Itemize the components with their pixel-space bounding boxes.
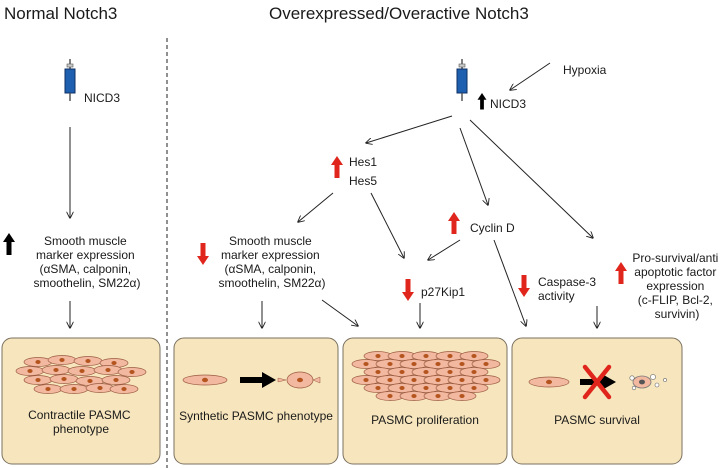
left-marker-text: Smooth muscle marker expression (αSMA, c… — [34, 234, 141, 290]
hypoxia-label: Hypoxia — [563, 63, 607, 77]
box-synthetic-label: Synthetic PASMC phenotype — [179, 409, 333, 423]
up-arrow-icon — [448, 212, 460, 234]
box-contractile-phenotype: Contractile PASMC phenotype — [1, 337, 161, 465]
up-arrow-icon — [615, 262, 627, 284]
title-normal-notch3: Normal Notch3 — [4, 4, 117, 23]
hypoxia-arrow — [510, 62, 551, 90]
up-arrow-icon — [477, 93, 487, 110]
caspase3-label: Caspase-3 activity — [538, 275, 599, 303]
box-survival-label: PASMC survival — [554, 413, 640, 427]
right-nicd3-label: NICD3 — [490, 97, 526, 111]
right-marker-text: Smooth muscle marker expression (αSMA, c… — [219, 234, 326, 290]
arrow-marker-to-proliferation — [321, 299, 358, 326]
prosurvival-label: Pro-survival/anti apoptotic factor expre… — [632, 251, 720, 321]
survival-cells-image — [528, 364, 667, 400]
box-proliferation: PASMC proliferation — [342, 337, 508, 465]
arrow-hes-to-p27 — [370, 192, 404, 258]
arrow-nicd3-to-cyclin — [459, 127, 488, 205]
arrow-hes-to-marker — [298, 192, 334, 222]
cyclin-d-label: Cyclin D — [470, 221, 515, 235]
box-synthetic-phenotype: Synthetic PASMC phenotype — [173, 337, 339, 465]
notch3-receptor-icon — [64, 58, 76, 102]
down-arrow-icon — [197, 243, 209, 265]
blocked-x-icon — [582, 364, 612, 400]
arrow-cyclin-to-survival-box — [493, 239, 526, 326]
p27kip1-label: p27Kip1 — [421, 285, 465, 299]
down-arrow-icon — [518, 275, 530, 297]
contractile-cells-image — [15, 355, 147, 394]
title-overexpressed-notch3: Overexpressed/Overactive Notch3 — [269, 4, 529, 23]
arrow-nicd3-to-hes — [366, 115, 453, 143]
box-proliferation-label: PASMC proliferation — [371, 413, 479, 427]
hes-label: Hes1 Hes5 — [349, 155, 380, 188]
up-arrow-icon — [331, 156, 343, 178]
box-survival: PASMC survival — [511, 337, 683, 465]
box-contractile-label: Contractile PASMC phenotype — [28, 408, 134, 436]
arrow-cyclin-to-p27 — [428, 239, 461, 260]
down-arrow-icon — [402, 279, 414, 301]
notch3-receptor-icon — [456, 58, 468, 102]
synthetic-cells-image — [182, 371, 321, 389]
up-arrow-icon — [3, 233, 15, 255]
arrow-nicd3-to-prosurvival — [469, 119, 593, 238]
left-nicd3-label: NICD3 — [84, 91, 120, 105]
